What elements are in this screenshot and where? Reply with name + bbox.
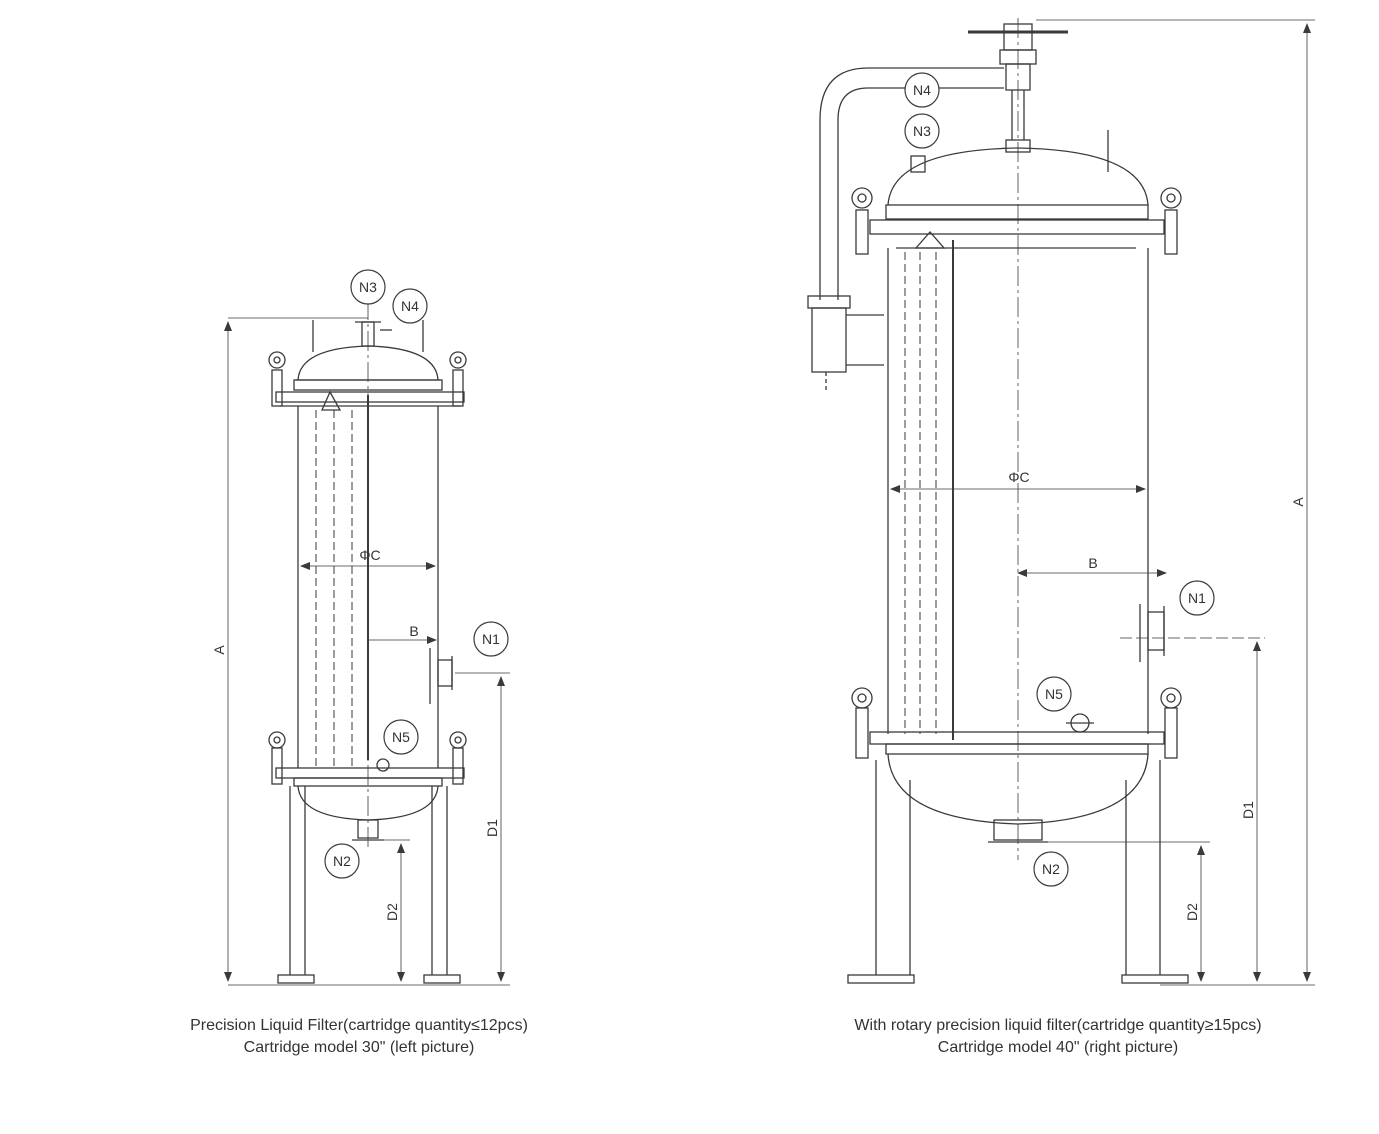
right-filter-drawing <box>807 18 1315 986</box>
right-caption-line1: With rotary precision liquid filter(cart… <box>854 1017 1262 1034</box>
right-label-n3: N3 <box>913 123 931 139</box>
left-label-n5: N5 <box>392 729 410 745</box>
left-dim-d2: D2 <box>384 903 400 921</box>
right-caption-line2: Cartridge model 40" (right picture) <box>937 1039 1179 1056</box>
right-label-n1: N1 <box>1188 590 1206 606</box>
left-caption: Precision Liquid Filter(cartridge quanti… <box>79 1015 639 1059</box>
right-dim-b: B <box>1088 555 1097 571</box>
left-label-n2: N2 <box>333 853 351 869</box>
right-dim-d2: D2 <box>1184 903 1200 921</box>
right-label-n4: N4 <box>913 82 931 98</box>
left-label-n1: N1 <box>482 631 500 647</box>
right-dim-a: A <box>1290 497 1306 507</box>
right-dim-d1: D1 <box>1240 801 1256 819</box>
left-label-n3: N3 <box>359 279 377 295</box>
right-caption: With rotary precision liquid filter(cart… <box>778 1015 1338 1059</box>
left-dim-a: A <box>211 645 227 655</box>
left-filter-drawing <box>224 300 510 986</box>
right-dim-c: ΦC <box>1008 469 1029 485</box>
right-label-n5: N5 <box>1045 686 1063 702</box>
left-dim-d1: D1 <box>484 819 500 837</box>
left-caption-line2: Cartridge model 30" (left picture) <box>243 1039 475 1056</box>
left-label-n4: N4 <box>401 298 419 314</box>
right-label-n2: N2 <box>1042 861 1060 877</box>
left-dim-c: ΦC <box>359 547 380 563</box>
left-dim-b: B <box>409 623 418 639</box>
left-caption-line1: Precision Liquid Filter(cartridge quanti… <box>190 1017 528 1034</box>
